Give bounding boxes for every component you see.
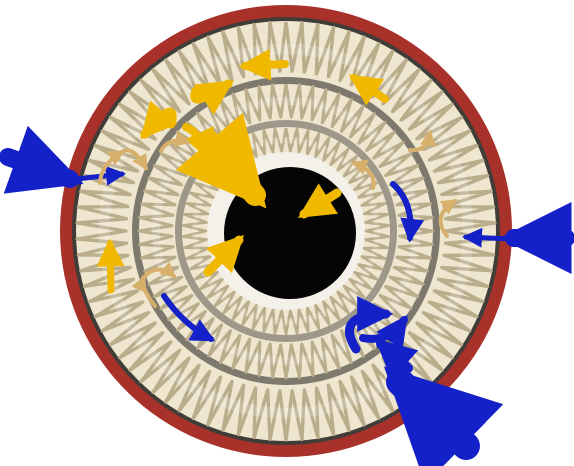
blue-inlet-arrow-icon (8, 157, 70, 179)
blue-inlet-arrow-icon (466, 237, 511, 239)
yellow-flow-arrow-icon (110, 244, 111, 290)
yellow-flow-arrow-icon (245, 64, 285, 66)
